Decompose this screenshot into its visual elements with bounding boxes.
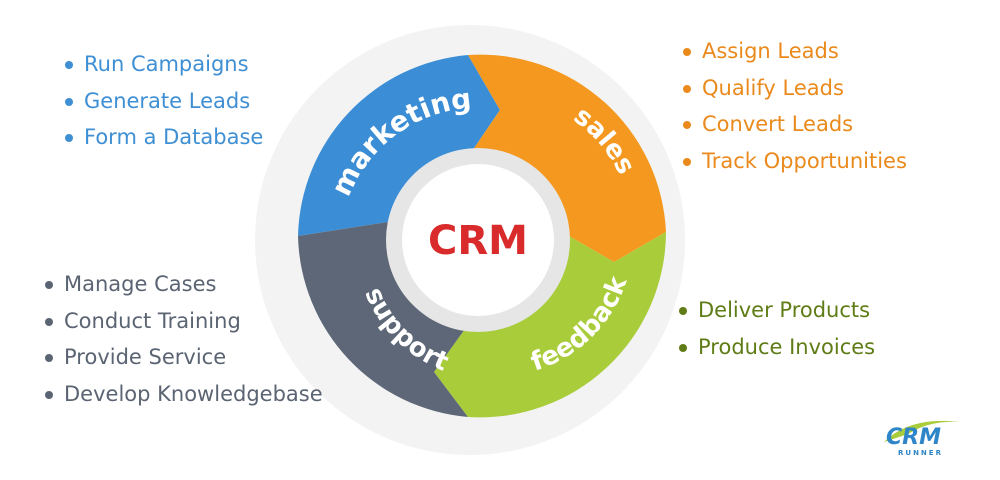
list-item: Form a Database: [62, 119, 263, 156]
list-item: Develop Knowledgebase: [42, 376, 323, 413]
center-label: CRM: [428, 218, 528, 264]
logo-text: CRM: [886, 425, 941, 450]
list-item: Qualify Leads: [680, 70, 907, 107]
sales-task-list: Assign Leads Qualify Leads Convert Leads…: [680, 33, 907, 179]
support-task-list: Manage Cases Conduct Training Provide Se…: [42, 266, 323, 412]
list-item: Assign Leads: [680, 33, 907, 70]
segment-marketing: [298, 55, 500, 236]
list-item: Convert Leads: [680, 106, 907, 143]
logo-subtext: RUNNER: [898, 449, 943, 457]
list-item: Provide Service: [42, 339, 323, 376]
list-item: Generate Leads: [62, 83, 263, 120]
center-disc: [402, 164, 554, 316]
list-item: Produce Invoices: [676, 329, 875, 366]
segment-feedback: [434, 232, 666, 418]
list-item: Deliver Products: [676, 292, 875, 329]
marketing-task-list: Run Campaigns Generate Leads Form a Data…: [62, 46, 263, 156]
feedback-task-list: Deliver Products Produce Invoices: [676, 292, 875, 365]
segment-sales: [466, 54, 666, 262]
list-item: Manage Cases: [42, 266, 323, 303]
list-item: Conduct Training: [42, 303, 323, 340]
list-item: Run Campaigns: [62, 46, 263, 83]
logo-swoosh: [884, 420, 960, 442]
crm-runner-logo: CRM RUNNER: [884, 420, 960, 457]
segment-support: [298, 222, 470, 417]
list-item: Track Opportunities: [680, 143, 907, 180]
